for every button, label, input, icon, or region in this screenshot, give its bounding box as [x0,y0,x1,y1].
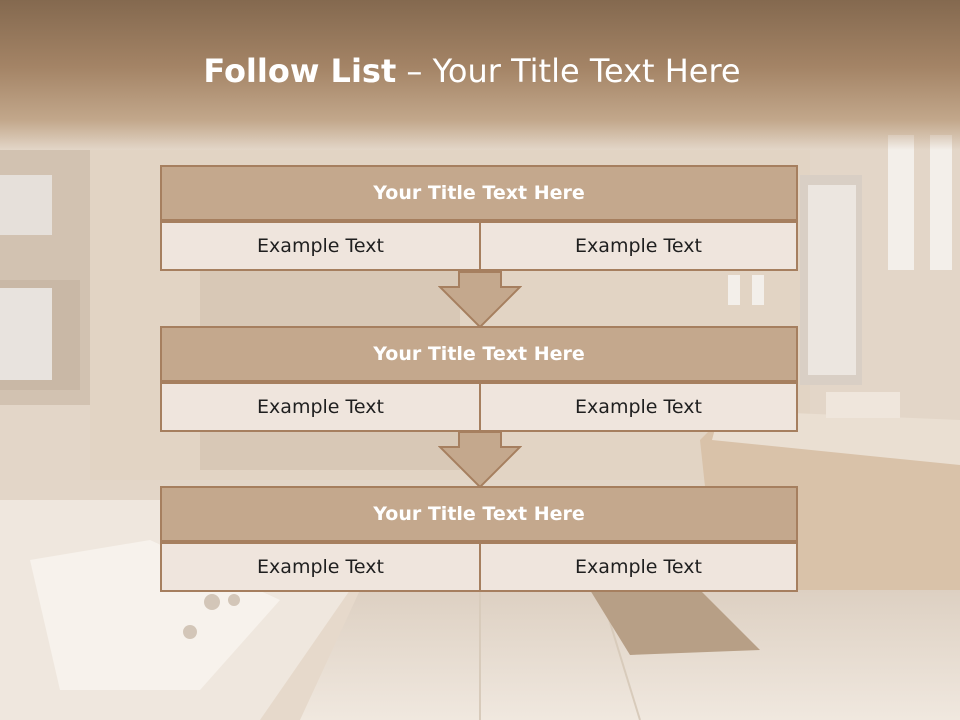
title-separator: – [396,52,433,90]
block-header: Your Title Text Here [160,165,798,221]
title-bold: Follow List [203,52,397,90]
title-band [0,0,960,150]
block-cell-left: Example Text [160,542,481,592]
list-block-3: Your Title Text Here Example Text Exampl… [160,486,800,592]
slide-title: Follow List – Your Title Text Here [0,52,944,90]
list-block-1: Your Title Text Here Example Text Exampl… [160,165,800,271]
down-arrow-icon [438,271,522,329]
block-cell-left: Example Text [160,221,481,271]
title-rest: Your Title Text Here [432,52,741,90]
block-cell-left: Example Text [160,382,481,432]
block-cell-right: Example Text [479,382,798,432]
block-header: Your Title Text Here [160,486,798,542]
block-cell-right: Example Text [479,221,798,271]
block-header: Your Title Text Here [160,326,798,382]
block-cell-right: Example Text [479,542,798,592]
down-arrow-icon [438,431,522,489]
list-block-2: Your Title Text Here Example Text Exampl… [160,326,800,432]
